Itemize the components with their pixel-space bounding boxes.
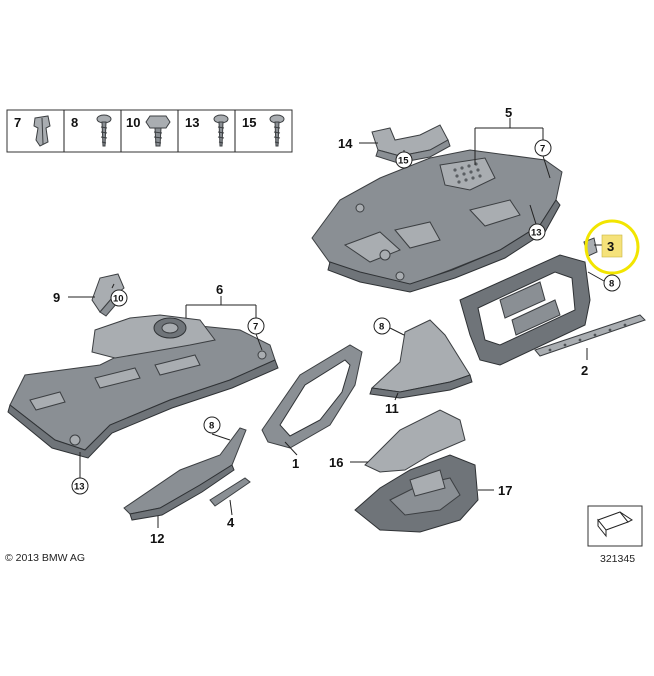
screw-icon <box>269 114 285 147</box>
highlighted-label-3: 3 <box>584 219 640 275</box>
svg-text:13: 13 <box>74 482 85 493</box>
part-2-frame <box>459 254 646 366</box>
callout-8-lower: 8 <box>203 416 221 434</box>
fastener-label-7: 7 <box>14 115 21 130</box>
label-12: 12 <box>150 531 164 546</box>
part-17-lower-shell <box>354 454 479 533</box>
callout-8-right: 8 <box>603 274 621 292</box>
svg-text:8: 8 <box>609 279 614 290</box>
arrow-icon <box>597 511 633 538</box>
part-1-trim-frame <box>261 344 363 449</box>
clip-icon <box>33 115 51 147</box>
svg-text:7: 7 <box>253 322 258 333</box>
label-9: 9 <box>53 290 60 305</box>
highlight-box <box>601 234 623 258</box>
part-4-strip <box>209 477 251 507</box>
svg-text:13: 13 <box>531 228 542 239</box>
fastener-label-13: 13 <box>185 115 199 130</box>
callout-15: 15 <box>395 151 413 169</box>
svg-text:8: 8 <box>379 322 384 333</box>
label-3: 3 <box>607 239 614 254</box>
label-4: 4 <box>227 515 235 530</box>
label-14: 14 <box>338 136 353 151</box>
callout-13-top: 13 <box>528 223 546 241</box>
label-5: 5 <box>505 105 512 120</box>
image-number-box: 321345 <box>587 505 643 565</box>
label-17: 17 <box>498 483 512 498</box>
hex-screw-icon <box>145 115 171 147</box>
fastener-label-8: 8 <box>71 115 78 130</box>
callout-7-top: 7 <box>534 139 552 157</box>
svg-text:10: 10 <box>113 294 124 305</box>
callout-10: 10 <box>110 289 128 307</box>
part-12-trim <box>123 427 247 521</box>
svg-text:15: 15 <box>398 156 409 167</box>
label-1: 1 <box>292 456 299 471</box>
part-11-side-panel <box>369 319 473 399</box>
copyright-text: © 2013 BMW AG <box>5 552 85 564</box>
callout-8-center: 8 <box>373 317 391 335</box>
svg-text:7: 7 <box>540 144 545 155</box>
label-2: 2 <box>581 363 588 378</box>
fastener-legend: 7 8 10 13 15 <box>6 109 293 153</box>
label-11: 11 <box>385 401 399 416</box>
callout-13-left: 13 <box>71 477 89 495</box>
part-labels: 5 14 2 6 9 11 1 16 17 4 12 <box>53 105 588 546</box>
svg-text:8: 8 <box>209 421 214 432</box>
label-16: 16 <box>329 455 343 470</box>
label-6: 6 <box>216 282 223 297</box>
part-16-upper-shell <box>364 409 466 473</box>
fastener-label-10: 10 <box>126 115 140 130</box>
leader-lines <box>68 118 605 528</box>
highlight-ring <box>584 219 640 275</box>
screw-icon <box>96 114 112 147</box>
part-6-lower-tray <box>7 314 279 459</box>
callout-7-left: 7 <box>247 317 265 335</box>
part-5-upper-housing <box>311 149 563 293</box>
fastener-label-15: 15 <box>242 115 256 130</box>
callouts: 7 15 13 8 10 7 8 8 <box>71 139 621 495</box>
image-number: 321345 <box>600 553 635 565</box>
screw-icon <box>213 114 229 147</box>
